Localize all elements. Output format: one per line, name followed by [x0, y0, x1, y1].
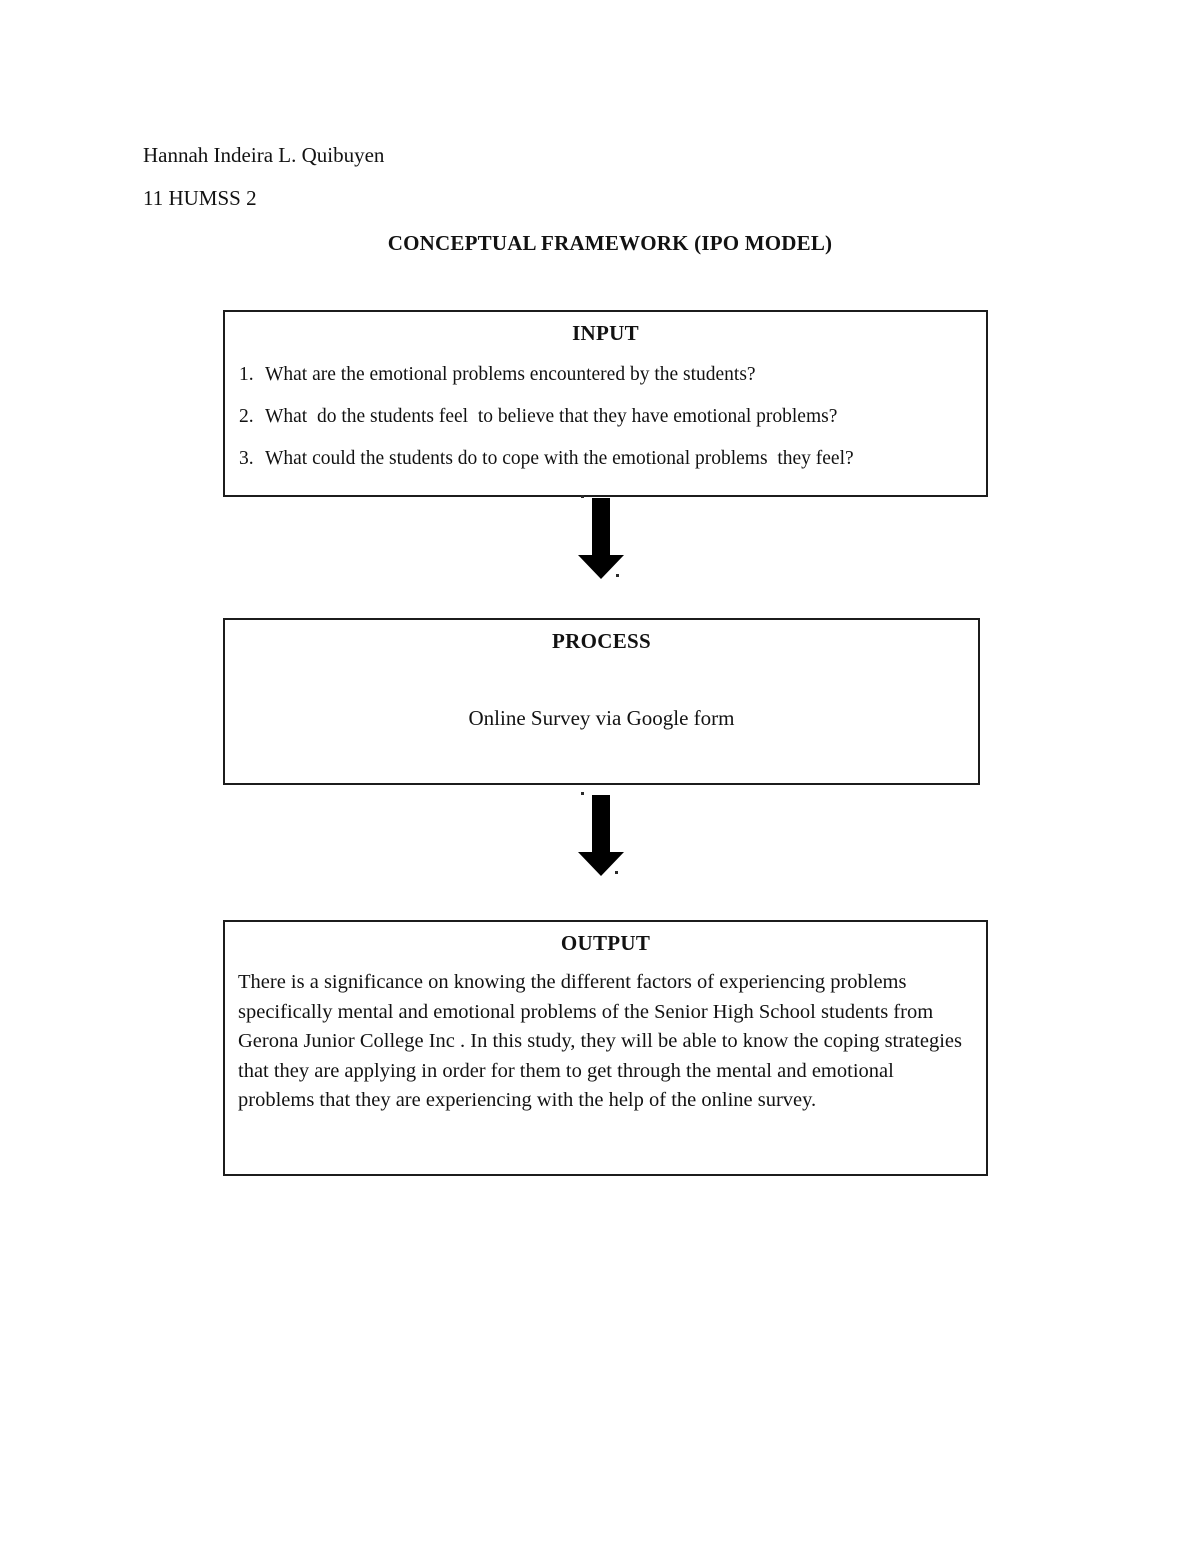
- stray-period-dot: [616, 574, 619, 577]
- list-text: What are the emotional problems encounte…: [265, 364, 756, 385]
- list-text: What do the students feel to believe tha…: [265, 406, 838, 427]
- output-body-text: There is a significance on knowing the d…: [238, 971, 962, 1111]
- stray-period-dot: [615, 871, 618, 874]
- down-arrow-icon: [578, 795, 624, 876]
- list-number: 2.: [239, 406, 254, 427]
- list-number: 3.: [239, 448, 254, 469]
- input-heading: INPUT: [572, 321, 639, 345]
- output-heading: OUTPUT: [560, 931, 651, 955]
- input-question-list: 1. What are the emotional problems encou…: [225, 363, 986, 470]
- process-heading: PROCESS: [552, 629, 651, 653]
- stray-period-dot: [581, 495, 584, 498]
- list-number: 1.: [239, 364, 254, 385]
- author-name: Hannah Indeira L. Quibuyen: [143, 143, 385, 167]
- process-body-text: Online Survey via Google form: [468, 706, 735, 730]
- stray-period-dot: [581, 792, 584, 795]
- output-box: OUTPUT There is a significance on knowin…: [223, 920, 988, 1176]
- input-box: INPUT 1. What are the emotional problems…: [223, 310, 988, 497]
- input-question-3: 3. What could the students do to cope wi…: [239, 447, 986, 470]
- process-box: PROCESS Online Survey via Google form: [223, 618, 980, 785]
- class-section: 11 HUMSS 2: [143, 186, 257, 210]
- input-question-1: 1. What are the emotional problems encou…: [239, 363, 986, 386]
- down-arrow-icon: [578, 498, 624, 579]
- page-title: CONCEPTUAL FRAMEWORK (IPO MODEL): [387, 231, 833, 255]
- input-question-2: 2. What do the students feel to believe …: [239, 405, 986, 428]
- list-text: What could the students do to cope with …: [265, 448, 854, 469]
- arrow-stem: [592, 498, 610, 555]
- arrow-stem: [592, 795, 610, 852]
